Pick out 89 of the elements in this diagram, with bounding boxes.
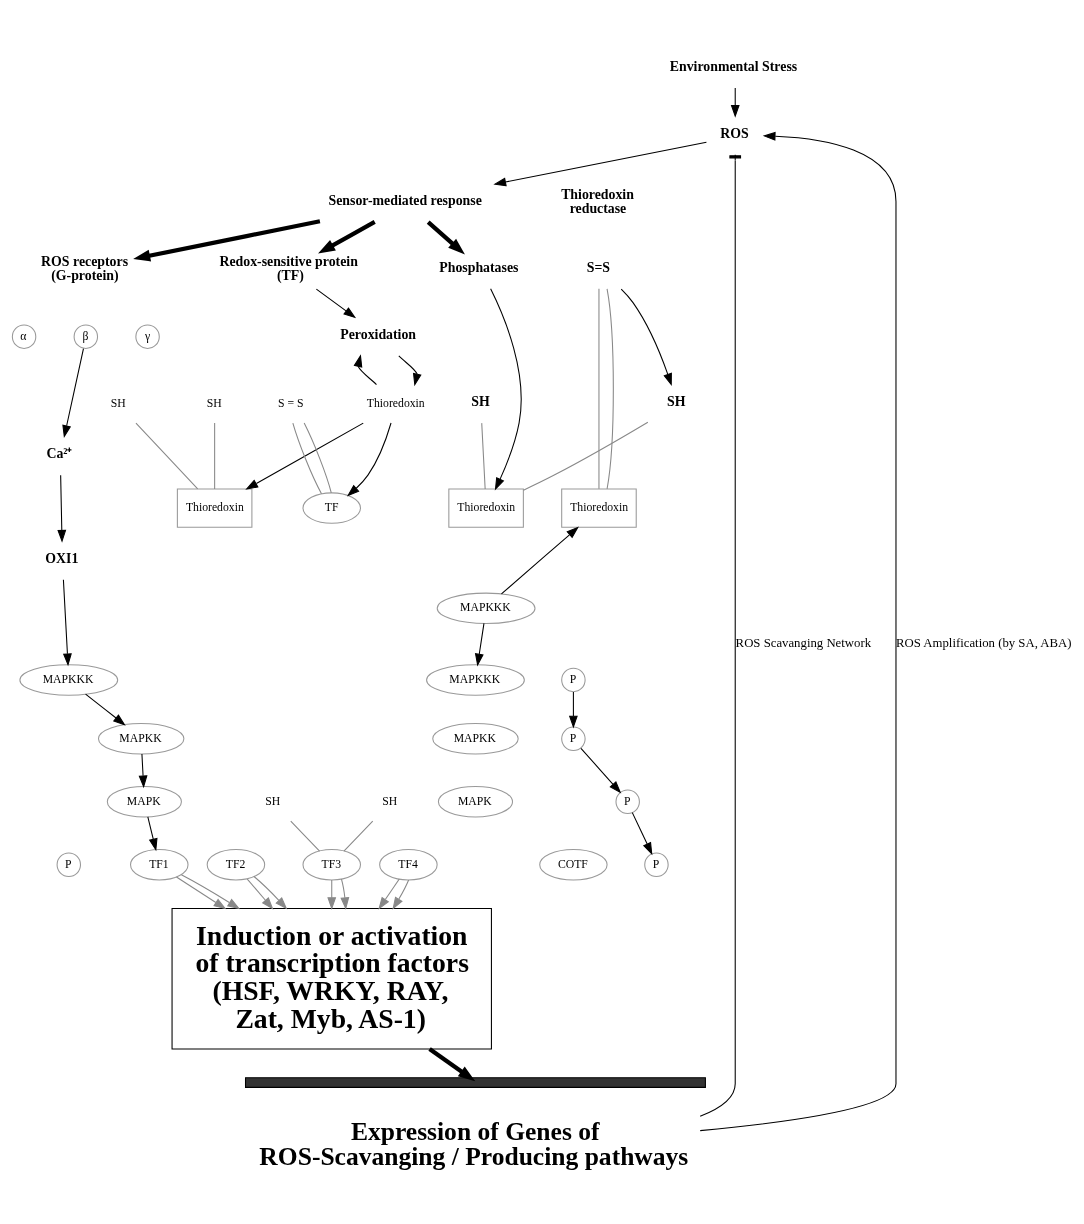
connector xyxy=(481,422,486,489)
node-circle: P xyxy=(561,726,586,751)
arrow xyxy=(392,878,410,910)
node-text: ROS receptors (G-protein) xyxy=(41,253,129,283)
node-ellipse: TF2 xyxy=(206,848,266,880)
node-text: OXI1 xyxy=(45,550,79,566)
arrow xyxy=(246,878,274,910)
arrow xyxy=(62,347,84,438)
connector xyxy=(343,820,374,852)
arrow xyxy=(699,131,897,1131)
node-text: Expression of Genes of ROS-Scavanging / Producing pathways xyxy=(259,1116,689,1171)
node-text: SH xyxy=(471,393,490,409)
node-text: Peroxidation xyxy=(340,326,417,342)
arrow xyxy=(490,287,522,490)
connector xyxy=(292,422,322,494)
node-ellipse: MAPKK xyxy=(97,722,185,755)
arrow xyxy=(353,353,377,385)
node-circle: α xyxy=(11,323,37,349)
node-ellipse: TF xyxy=(302,491,361,524)
node-text: SH xyxy=(265,794,281,808)
node-box: Thioredoxin xyxy=(448,487,524,528)
node-ellipse: TF1 xyxy=(130,848,189,880)
node-circle: γ xyxy=(135,323,160,349)
node-text: Thioredoxin xyxy=(366,396,425,410)
arrow xyxy=(138,752,148,788)
node-helix xyxy=(245,1076,706,1088)
node-ellipse: MAPKK xyxy=(432,722,519,755)
node-circle: P xyxy=(615,789,640,814)
node-ellipse: MAPKKK xyxy=(19,663,119,696)
connector xyxy=(135,422,199,489)
node-box: Thioredoxin xyxy=(176,487,253,528)
node-text: Phosphatases xyxy=(439,259,519,275)
connector xyxy=(606,287,614,489)
arrow xyxy=(493,141,707,186)
node-text: S=S xyxy=(586,259,610,275)
node-ellipse: COTF xyxy=(539,848,608,880)
arrow xyxy=(253,875,288,909)
node-text: Environmental Stress xyxy=(669,58,798,74)
node-ellipse: TF3 xyxy=(302,848,361,880)
arrow xyxy=(315,288,357,318)
node-circle: P xyxy=(644,852,669,877)
node-text: SH xyxy=(382,794,398,808)
node-text: Ca²⁺ xyxy=(46,445,73,461)
edge-label: ROS Scavanging Network xyxy=(735,635,872,650)
connector xyxy=(303,422,332,493)
node-box: Thioredoxin xyxy=(561,487,637,528)
node-circle: β xyxy=(73,323,99,349)
node-ellipse: MAPK xyxy=(437,785,514,817)
arrow xyxy=(620,288,672,386)
connector xyxy=(290,820,321,852)
node-text: Sensor-mediated response xyxy=(328,192,482,208)
arrow xyxy=(245,422,364,490)
arrow xyxy=(175,875,227,909)
node-circle: P xyxy=(561,667,586,692)
node-text: S = S xyxy=(277,396,304,410)
arrow xyxy=(568,690,578,728)
arrow xyxy=(500,526,579,594)
arrow xyxy=(346,422,392,496)
edge-label: ROS Amplification (by SA, ABA) xyxy=(896,635,1072,650)
arrow xyxy=(147,815,158,851)
arrow xyxy=(85,693,126,726)
arrow xyxy=(426,219,465,255)
connector xyxy=(523,421,649,491)
arrow xyxy=(180,873,241,909)
arrow xyxy=(474,622,485,666)
node-text: SH xyxy=(667,393,686,409)
arrow xyxy=(318,219,376,254)
node-box: Induction or activation of transcription factors (HSF, WRKY, RAY, Zat, Myb, AS-1) xyxy=(171,907,492,1050)
arrow xyxy=(62,578,72,666)
node-text: SH xyxy=(110,396,126,410)
connector xyxy=(598,287,600,489)
arrow xyxy=(133,218,321,261)
node-circle: P xyxy=(56,852,82,877)
node-ellipse: TF4 xyxy=(379,848,438,880)
node-ellipse: MAPK xyxy=(106,785,182,817)
node-text: SH xyxy=(206,396,222,410)
node-text: Redox-sensitive protein (TF) xyxy=(219,253,358,283)
arrow xyxy=(631,811,653,855)
arrow xyxy=(57,474,67,543)
arrow xyxy=(378,878,400,910)
arrow xyxy=(580,747,622,793)
node-text: Thioredoxin reductase xyxy=(561,186,634,216)
connector xyxy=(214,422,216,489)
node-ellipse: MAPKKK xyxy=(426,663,525,696)
arrow xyxy=(398,354,422,386)
arrow xyxy=(730,86,740,118)
node-ellipse: MAPKKK xyxy=(436,592,536,624)
node-text: ROS xyxy=(720,125,749,141)
arrow xyxy=(340,878,350,910)
